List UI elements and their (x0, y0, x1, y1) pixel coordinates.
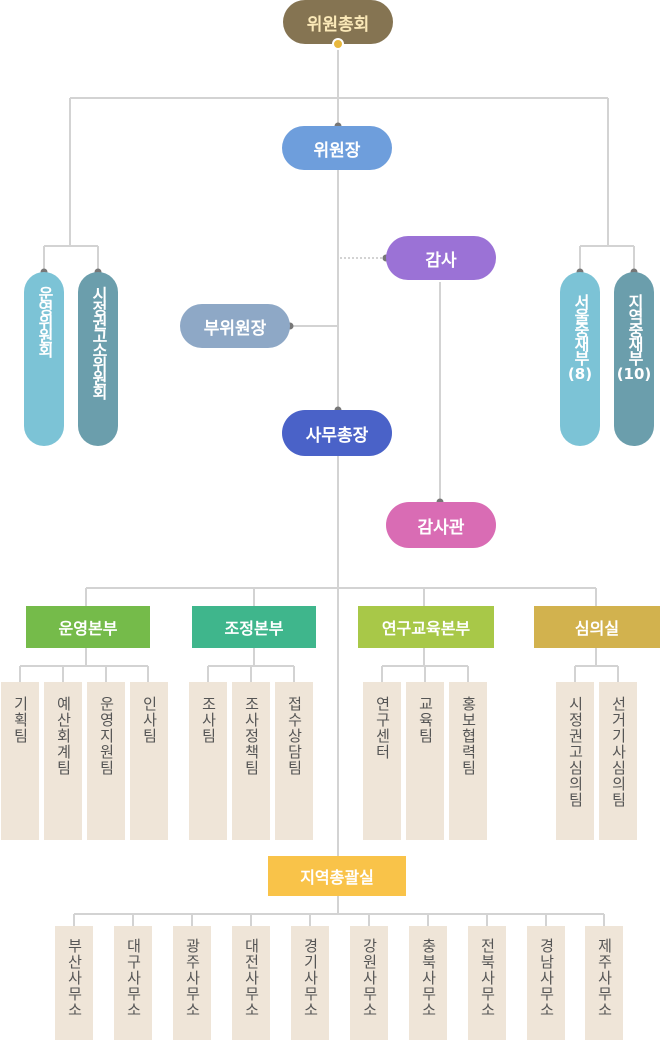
seoul-arbitration-count: (8) (567, 365, 593, 383)
team-label: 인사팀 (140, 696, 159, 744)
team-label: 시정권고심의팀 (566, 696, 585, 808)
office-label: 강원사무소 (360, 938, 379, 1018)
general-assembly-label: 위원총회 (306, 14, 370, 35)
office-box: 경기사무소 (291, 926, 329, 1040)
operating-committee-node: 운영위원회 (24, 272, 64, 446)
team-label: 홍보협력팀 (459, 696, 478, 776)
regional-arbitration-count: (10) (616, 365, 652, 383)
team-box: 조사팀 (189, 682, 227, 840)
team-label: 연구센터 (373, 696, 392, 760)
team-box: 접수상담팀 (275, 682, 313, 840)
vice-chairman-node: 부위원장 (180, 304, 290, 348)
team-label: 선거기사심의팀 (609, 696, 628, 808)
team-label: 기획팀 (11, 696, 30, 744)
team-label: 접수상담팀 (285, 696, 304, 776)
division-research-education-label: 연구교육본부 (381, 619, 471, 638)
office-label: 부산사무소 (65, 938, 84, 1018)
office-box: 경남사무소 (527, 926, 565, 1040)
office-label: 제주사무소 (595, 938, 614, 1018)
auditor-node: 감사 (386, 236, 496, 280)
team-box: 연구센터 (363, 682, 401, 840)
regional-office-division: 지역총괄실 (268, 856, 406, 896)
inspector-node: 감사관 (386, 502, 496, 548)
operating-committee-label: 운영위원회 (35, 286, 54, 356)
team-box: 홍보협력팀 (449, 682, 487, 840)
team-box: 선거기사심의팀 (599, 682, 637, 840)
division-research-education: 연구교육본부 (358, 606, 494, 648)
secretary-general-node: 사무총장 (282, 410, 392, 456)
team-box: 예산회계팀 (44, 682, 82, 840)
division-deliberation: 심의실 (534, 606, 660, 648)
regional-arbitration-node: 지역중재부 (10) (614, 272, 654, 446)
team-box: 조사정책팀 (232, 682, 270, 840)
division-mediation-label: 조정본부 (224, 619, 284, 638)
team-label: 조사정책팀 (242, 696, 261, 776)
division-deliberation-label: 심의실 (574, 619, 620, 638)
auditor-label: 감사 (425, 250, 457, 271)
office-label: 광주사무소 (183, 938, 202, 1018)
division-operations-label: 운영본부 (58, 619, 118, 638)
team-label: 교육팀 (416, 696, 435, 744)
office-box: 부산사무소 (55, 926, 93, 1040)
correction-subcommittee-label: 시정권고소위원회 (89, 286, 108, 398)
office-box: 전북사무소 (468, 926, 506, 1040)
division-operations: 운영본부 (26, 606, 150, 648)
inspector-label: 감사관 (417, 517, 465, 538)
regional-office-division-label: 지역총괄실 (300, 868, 374, 887)
secretary-general-label: 사무총장 (305, 425, 369, 446)
team-box: 운영지원팀 (87, 682, 125, 840)
chairman-node: 위원장 (282, 126, 392, 170)
office-label: 경남사무소 (537, 938, 556, 1018)
correction-subcommittee-node: 시정권고소위원회 (78, 272, 118, 446)
seoul-arbitration-node: 서울중재부 (8) (560, 272, 600, 446)
seoul-arbitration-label: 서울중재부 (571, 294, 590, 364)
office-box: 광주사무소 (173, 926, 211, 1040)
office-label: 경기사무소 (301, 938, 320, 1018)
team-box: 기획팀 (1, 682, 39, 840)
office-label: 대전사무소 (242, 938, 261, 1018)
regional-arbitration-label: 지역중재부 (625, 294, 644, 364)
team-label: 조사팀 (199, 696, 218, 744)
office-label: 충북사무소 (419, 938, 438, 1018)
division-mediation: 조정본부 (192, 606, 316, 648)
team-box: 인사팀 (130, 682, 168, 840)
chairman-label: 위원장 (313, 140, 361, 161)
office-box: 대전사무소 (232, 926, 270, 1040)
office-box: 강원사무소 (350, 926, 388, 1040)
vice-chairman-label: 부위원장 (203, 318, 267, 339)
team-box: 시정권고심의팀 (556, 682, 594, 840)
office-label: 대구사무소 (124, 938, 143, 1018)
general-assembly-node: 위원총회 (283, 0, 393, 44)
office-box: 충북사무소 (409, 926, 447, 1040)
assembly-connector-dot (332, 38, 344, 50)
office-box: 대구사무소 (114, 926, 152, 1040)
office-label: 전북사무소 (478, 938, 497, 1018)
office-box: 제주사무소 (585, 926, 623, 1040)
team-label: 운영지원팀 (97, 696, 116, 776)
team-label: 예산회계팀 (54, 696, 73, 776)
team-box: 교육팀 (406, 682, 444, 840)
